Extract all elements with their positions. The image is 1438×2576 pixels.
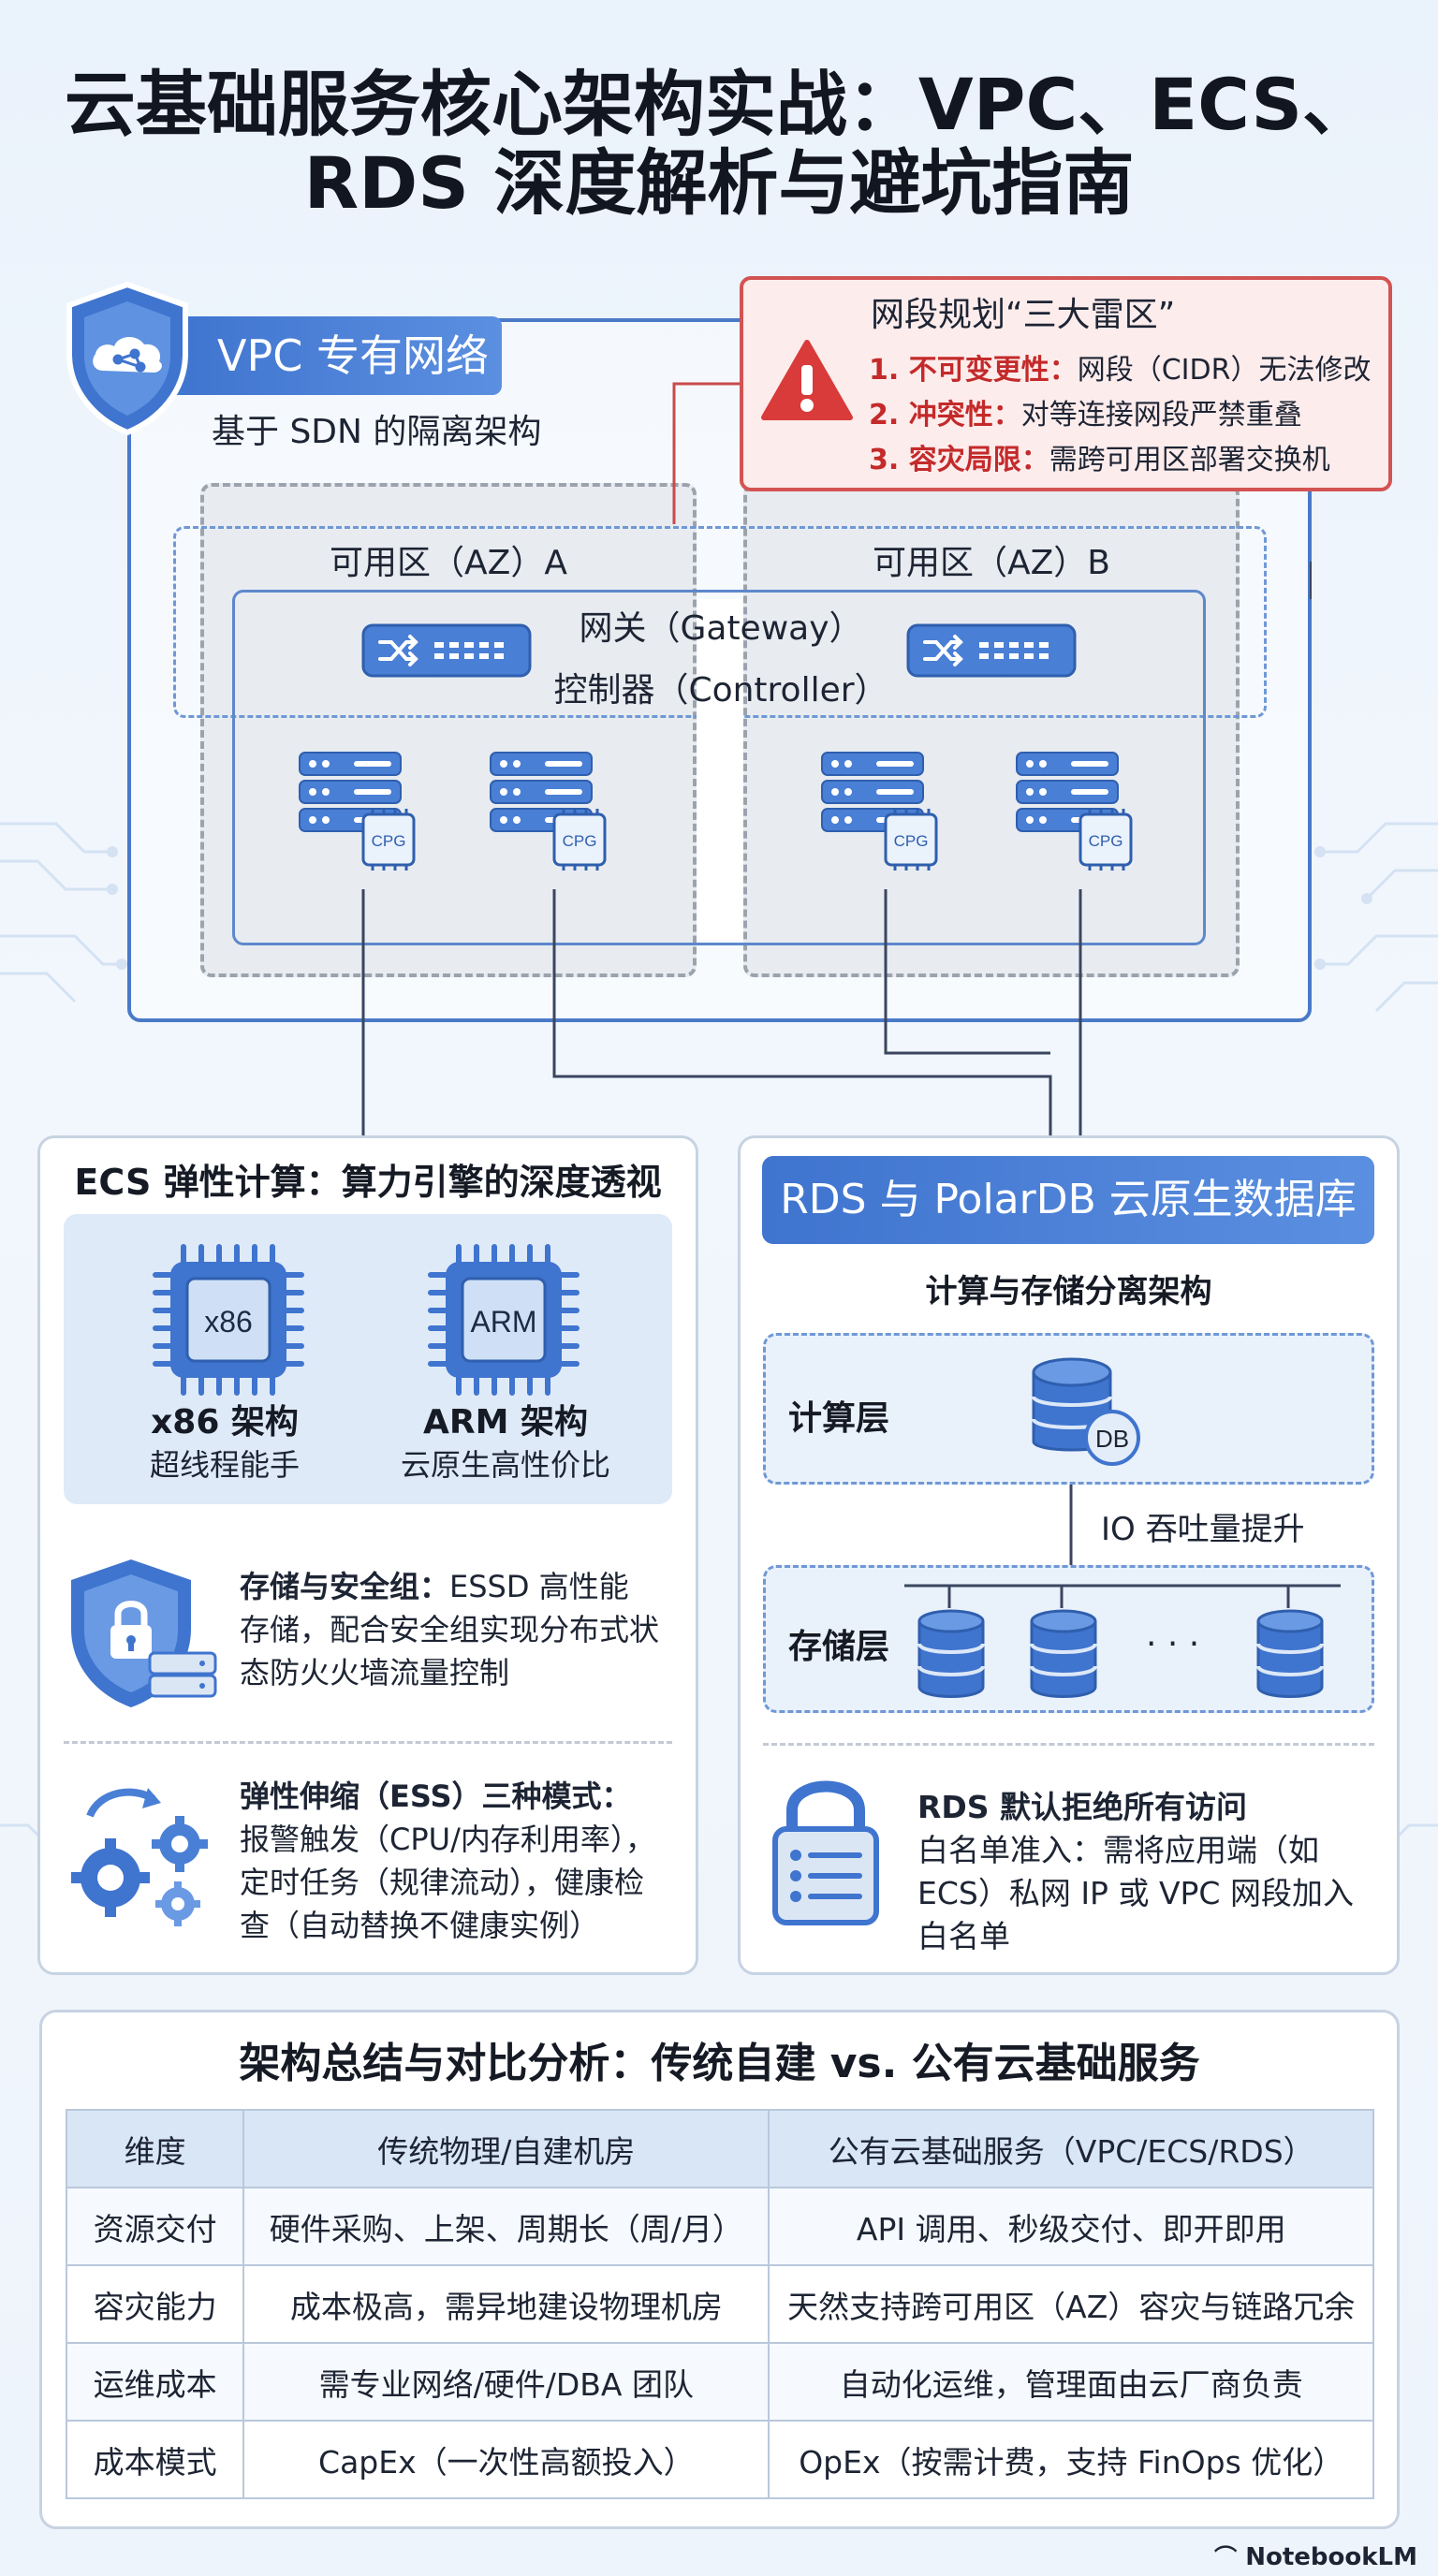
table-cell: CapEx（一次性高额投入） bbox=[242, 2420, 770, 2499]
warning-item-2: 2. 冲突性：对等连接网段严禁重叠 bbox=[869, 399, 1302, 432]
chip-icon: CPG bbox=[361, 809, 416, 871]
compute-layer-label: 计算层 bbox=[788, 1399, 890, 1438]
svg-text:CPG: CPG bbox=[1089, 832, 1123, 850]
database-icon bbox=[916, 1608, 987, 1705]
chip-icon: CPG bbox=[552, 809, 607, 871]
table-cell: 资源交付 bbox=[65, 2187, 245, 2266]
server-a2: CPG bbox=[489, 749, 610, 874]
database-icon: DB bbox=[1032, 1357, 1140, 1466]
chip-icon: CPG bbox=[1078, 809, 1133, 871]
server-b2: CPG bbox=[1015, 749, 1137, 874]
table-row: 资源交付 硬件采购、上架、周期长（周/月） API 调用、秒级交付、即开即用 bbox=[65, 2187, 1374, 2266]
table-cell: 成本模式 bbox=[65, 2420, 245, 2499]
arm-desc: 云原生高性价比 bbox=[400, 1447, 610, 1483]
table-cell: OpEx（按需计费，支持 FinOps 优化） bbox=[768, 2420, 1374, 2499]
ecs-separator bbox=[64, 1741, 672, 1744]
server-a1: CPG bbox=[298, 749, 419, 874]
table-cell: API 调用、秒级交付、即开即用 bbox=[768, 2187, 1374, 2266]
warning-item-1: 1. 不可变更性：网段（CIDR）无法修改 bbox=[869, 354, 1372, 387]
vpc-banner: VPC 专有网络 bbox=[169, 316, 502, 395]
connector-lines bbox=[361, 382, 1312, 1135]
header-dimension: 维度 bbox=[65, 2109, 245, 2188]
arm-name: ARM 架构 bbox=[423, 1403, 588, 1442]
storage-security-text: 存储与安全组：ESSD 高性能 存储，配合安全组实现分布式状 态防火火墙流量控制 bbox=[240, 1569, 660, 1690]
table-cell: 需专业网络/硬件/DBA 团队 bbox=[242, 2342, 770, 2422]
db-badge: DB bbox=[1095, 1425, 1129, 1453]
table-row: 容灾能力 成本极高，需异地建设物理机房 天然支持跨可用区（AZ）容灾与链路冗余 bbox=[65, 2264, 1374, 2344]
az-a-label: 可用区（AZ）A bbox=[330, 544, 567, 582]
table-cell: 硬件采购、上架、周期长（周/月） bbox=[242, 2187, 770, 2266]
az-b-label: 可用区（AZ）B bbox=[873, 544, 1110, 582]
comparison-table: 维度 传统物理/自建机房 公有云基础服务（VPC/ECS/RDS） 资源交付 硬… bbox=[65, 2109, 1374, 2499]
ecs-title: ECS 弹性计算：算力引擎的深度透视 bbox=[74, 1162, 662, 1203]
ess-text: 弹性伸缩（ESS）三种模式： 报警触发（CPU/内存利用率）， 定时任务（规律流… bbox=[240, 1778, 655, 1943]
svg-text:x86: x86 bbox=[204, 1305, 253, 1339]
server-rack-icon: CPG bbox=[821, 752, 938, 871]
brand-logo: ⌒ NotebookLM bbox=[1214, 2543, 1417, 2571]
rds-security-text: RDS 默认拒绝所有访问 白名单准入：需将应用端（如 ECS）私网 IP 或 V… bbox=[917, 1789, 1354, 1954]
cidr-warning-box bbox=[740, 276, 1392, 491]
svg-text:CPG: CPG bbox=[372, 832, 406, 850]
switch-device-a bbox=[361, 623, 532, 678]
io-connector bbox=[1069, 1485, 1073, 1574]
database-icon bbox=[1028, 1608, 1099, 1705]
chip-icon: CPG bbox=[884, 809, 938, 871]
table-cell: 成本极高，需异地建设物理机房 bbox=[242, 2264, 770, 2344]
table-cell: 自动化运维，管理面由云厂商负责 bbox=[768, 2342, 1374, 2422]
table-cell: 天然支持跨可用区（AZ）容灾与链路冗余 bbox=[768, 2264, 1374, 2344]
database-icon bbox=[1255, 1608, 1326, 1705]
x86-desc: 超线程能手 bbox=[149, 1447, 300, 1483]
lock-shield-icon bbox=[71, 1559, 217, 1707]
az-a-box bbox=[200, 483, 697, 977]
rds-separator bbox=[763, 1743, 1374, 1746]
notebook-logo-icon: ⌒ bbox=[1214, 2544, 1238, 2570]
table-cell: 运维成本 bbox=[65, 2342, 245, 2422]
storage-ellipsis: · · · bbox=[1146, 1625, 1200, 1663]
controller-label: 控制器（Controller） bbox=[553, 671, 888, 710]
shuffle-icon bbox=[923, 635, 963, 666]
warning-item-3: 3. 容灾局限：需跨可用区部署交换机 bbox=[869, 444, 1330, 476]
cpu-architecture-area bbox=[64, 1214, 672, 1504]
page-title-line-1: 云基础服务核心架构实战：VPC、ECS、 bbox=[64, 63, 1374, 146]
table-row: 成本模式 CapEx（一次性高额投入） OpEx（按需计费，支持 FinOps … bbox=[65, 2420, 1374, 2499]
server-rack-icon: CPG bbox=[299, 752, 416, 871]
table-row: 运维成本 需专业网络/硬件/DBA 团队 自动化运维，管理面由云厂商负责 bbox=[65, 2342, 1374, 2422]
server-rack-icon: CPG bbox=[1016, 752, 1133, 871]
gears-icon bbox=[71, 1788, 208, 1926]
x86-name: x86 架构 bbox=[151, 1403, 299, 1442]
chip-icon: ARM bbox=[427, 1243, 580, 1400]
summary-title: 架构总结与对比分析：传统自建 vs. 公有云基础服务 bbox=[239, 2040, 1200, 2087]
shield-cloud-icon bbox=[66, 281, 188, 436]
page-title-line-2: RDS 深度解析与避坑指南 bbox=[303, 141, 1135, 225]
chip-icon: x86 bbox=[152, 1243, 305, 1400]
rds-banner: RDS 与 PolarDB 云原生数据库 bbox=[762, 1156, 1374, 1244]
vpc-subtitle: 基于 SDN 的隔离架构 bbox=[212, 413, 542, 451]
svg-text:CPG: CPG bbox=[894, 832, 929, 850]
svg-text:ARM: ARM bbox=[470, 1305, 536, 1339]
header-traditional: 传统物理/自建机房 bbox=[242, 2109, 770, 2188]
rds-subtitle: 计算与存储分离架构 bbox=[925, 1273, 1212, 1310]
gateway-label: 网关（Gateway） bbox=[579, 609, 863, 648]
header-cloud: 公有云基础服务（VPC/ECS/RDS） bbox=[768, 2109, 1374, 2188]
table-header-row: 维度 传统物理/自建机房 公有云基础服务（VPC/ECS/RDS） bbox=[65, 2109, 1374, 2188]
subnet-bridge-top bbox=[697, 590, 743, 593]
warning-title: 网段规划“三大雷区” bbox=[871, 296, 1176, 334]
server-b1: CPG bbox=[820, 749, 942, 874]
io-label: IO 吞吐量提升 bbox=[1101, 1511, 1305, 1548]
subnet-gap bbox=[697, 599, 743, 940]
warning-icon bbox=[761, 340, 853, 420]
storage-layer-label: 存储层 bbox=[788, 1628, 890, 1666]
table-cell: 容灾能力 bbox=[65, 2264, 245, 2344]
server-rack-icon: CPG bbox=[490, 752, 607, 871]
switch-device-b bbox=[906, 623, 1077, 678]
padlock-list-icon bbox=[772, 1780, 879, 1925]
storage-nodes bbox=[904, 1584, 1341, 1608]
shuffle-icon bbox=[378, 635, 418, 666]
svg-text:CPG: CPG bbox=[563, 832, 597, 850]
